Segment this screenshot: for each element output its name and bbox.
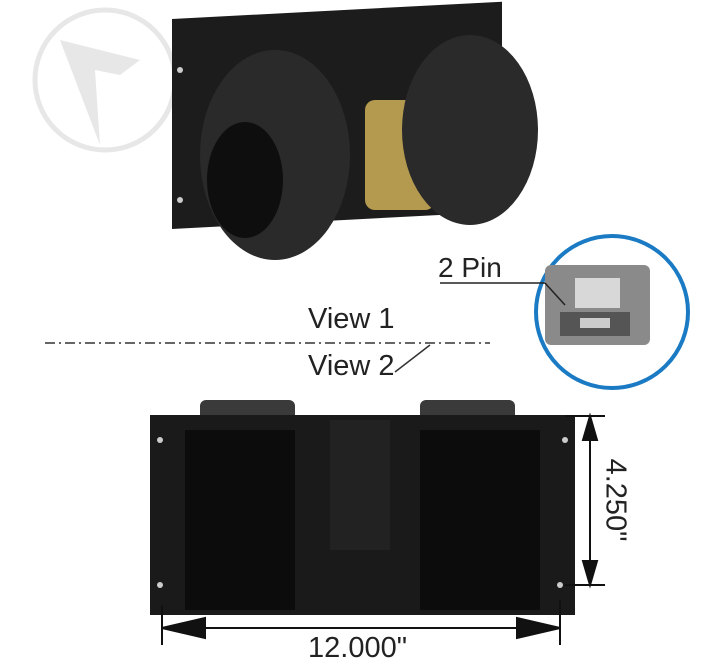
connector-label: 2 Pin xyxy=(438,252,502,283)
width-label: 12.000" xyxy=(308,632,407,664)
view-2-label: View 2 xyxy=(308,350,395,382)
connector-inset xyxy=(534,234,690,390)
watermark-logo xyxy=(32,7,178,153)
blower-photo-view-2 xyxy=(150,400,575,615)
height-label: 4.250" xyxy=(599,458,632,542)
blower-photo-view-1 xyxy=(172,1,538,260)
width-dimension xyxy=(161,600,561,645)
view-1-label: View 1 xyxy=(308,303,395,335)
height-dimension xyxy=(565,412,605,589)
